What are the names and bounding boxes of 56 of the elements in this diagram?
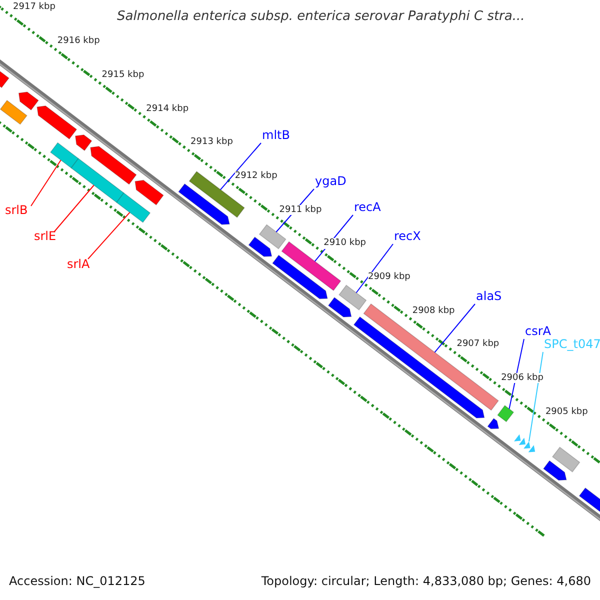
gene-feature [353, 316, 485, 418]
gene-bar [116, 192, 151, 223]
gene-bar [50, 142, 79, 169]
gene-feature [74, 134, 92, 152]
tick-label: 2912 kbp [234, 170, 278, 182]
gene-label: csrA [525, 325, 551, 339]
gene-label: alaS [476, 290, 502, 304]
leader-line [54, 184, 94, 232]
gene-feature [328, 296, 352, 318]
gene-feature [248, 236, 272, 257]
trna-triangles [514, 434, 536, 452]
leader-line [30, 160, 62, 206]
tick-label: 2908 kbp [412, 306, 455, 316]
leader-line [88, 212, 130, 260]
gene-label: recX [394, 230, 421, 244]
footer-text: Topology: circular; Length: 4,833,080 bp; Genes: 4,680 [261, 575, 591, 589]
gene-feature [134, 180, 164, 206]
tick-label: 2906 kbp [501, 372, 544, 384]
gene-feature [272, 254, 328, 300]
map-title: Salmonella enterica subsp. enterica serovar Paratyphi C stra... [117, 10, 525, 25]
leader-line [356, 244, 394, 294]
gene-bar [70, 158, 124, 204]
gene-bar [497, 404, 514, 422]
gene-label: srlE [34, 230, 56, 244]
gene-bar [552, 446, 580, 472]
tick-label: 2907 kbp [456, 339, 500, 350]
leader-line [508, 338, 524, 410]
gene-label: ygaD [315, 175, 346, 189]
tick-label: 2915 kbp [102, 70, 144, 80]
tick-label: 2909 kbp [368, 272, 410, 282]
tick-label: 2914 kbp [146, 104, 189, 114]
tick-label: 2910 kbp [324, 238, 366, 249]
gene-bar [363, 303, 499, 411]
gene-label: mltB [262, 129, 290, 143]
tick-label: 2916 kbp [57, 36, 100, 46]
gene-label: srlA [67, 258, 90, 272]
gene-feature [178, 183, 230, 225]
leader-line [434, 304, 476, 353]
gene-label: SPC_t047 [544, 338, 600, 352]
gene-bar [338, 284, 367, 310]
gene-feature [487, 418, 500, 430]
tick-label: 2917 kbp [13, 2, 56, 13]
tick-label: 2905 kbp [545, 406, 588, 417]
gene-feature [18, 92, 39, 111]
tick-label: 2913 kbp [190, 137, 233, 148]
gene-feature [90, 146, 137, 185]
gene-feature [542, 460, 567, 481]
gene-bar [258, 224, 286, 250]
gene-label: srlB [5, 204, 28, 218]
footer-text: Accession: NC_012125 [9, 575, 146, 589]
gene-bar [0, 100, 28, 125]
tick-label: 2911 kbp [279, 204, 322, 215]
gene-label: recA [354, 201, 381, 215]
leader-line [220, 142, 262, 190]
leader-line [528, 352, 544, 442]
gene-feature [36, 105, 78, 140]
